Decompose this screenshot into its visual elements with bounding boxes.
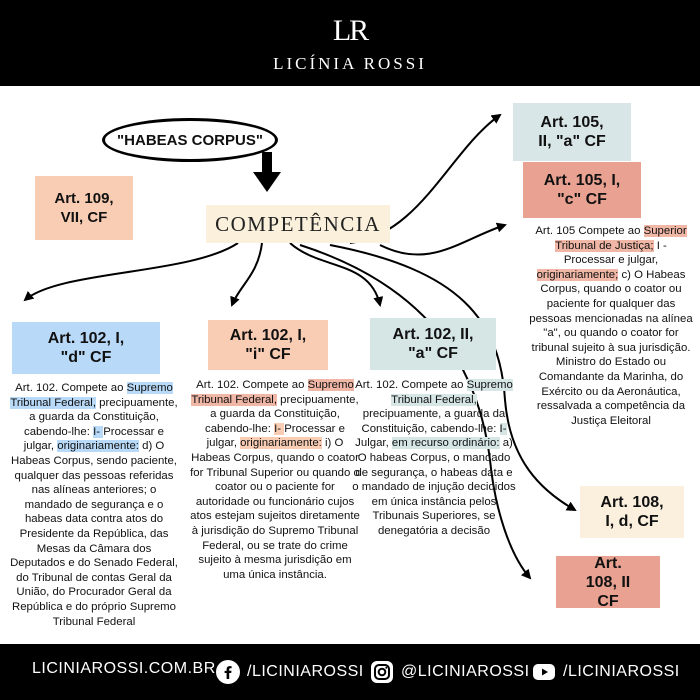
- youtube-link[interactable]: /LICINIAROSSI: [532, 660, 680, 684]
- art-108-i-box: Art. 108, I, d, CF: [580, 486, 684, 538]
- habeas-corpus-ellipse: "HABEAS CORPUS": [102, 118, 278, 162]
- facebook-icon: [216, 660, 240, 684]
- text-part: precipuamente, a guarda da Constituição,…: [205, 393, 359, 435]
- instagram-label: @LICINIAROSSI: [401, 663, 530, 680]
- website-link[interactable]: LICINIAROSSI.COM.BR: [32, 660, 216, 678]
- highlight-roman: I-: [93, 425, 104, 438]
- brand-name: LICÍNIA ROSSI: [273, 54, 427, 73]
- text-part: Art. 102. Compete ao: [15, 382, 127, 394]
- art-109-box: Art. 109, VII, CF: [35, 176, 133, 240]
- highlight-originariamente: originariamente;: [536, 268, 619, 281]
- header-bar: [0, 0, 700, 86]
- text-part: Julgar,: [355, 437, 392, 450]
- box-label-line2: "i" CF: [245, 346, 291, 363]
- brand-logo: LR: [332, 14, 369, 47]
- art-102-i-d-text: Art. 102. Compete ao Supremo Tribunal Fe…: [8, 381, 180, 629]
- footer-bar: [0, 644, 700, 700]
- youtube-icon: [532, 660, 556, 684]
- highlight-originariamente: originariamente:: [57, 440, 139, 453]
- text-part: Art. 102. Compete ao: [355, 379, 467, 391]
- art-105-i-c-text: Art. 105 Compete ao Superior Tribunal de…: [528, 224, 694, 428]
- art-102-i-d-box: Art. 102, I, "d" CF: [12, 322, 160, 374]
- text-part: i) O Habeas Corpus, quando o coator for …: [190, 437, 360, 581]
- website-label: LICINIAROSSI.COM.BR: [32, 660, 216, 677]
- art-102-i-i-text: Art. 102. Compete ao Supremo Tribunal Fe…: [190, 378, 360, 582]
- text-part: precipuamente, a guarda da Constituição,…: [24, 396, 178, 438]
- competencia-node: COMPETÊNCIA: [206, 205, 390, 243]
- art-105-i-box: Art. 105, I, "c" CF: [523, 162, 641, 218]
- highlight-roman: I-: [499, 422, 507, 435]
- text-part: Processar e julgar,: [23, 425, 164, 453]
- box-label-line2: "d" CF: [60, 349, 112, 366]
- facebook-link[interactable]: /LICINIAROSSI: [216, 660, 364, 684]
- text-part: precipuamente, a guarda da Constituição,…: [361, 408, 506, 435]
- text-part: Processar e julgar,: [206, 422, 345, 450]
- box-label-line1: Art. 102, II,: [392, 326, 474, 343]
- art-108-ii-box: Art. 108, II CF: [556, 555, 660, 610]
- art-105-ii-box: Art. 105, II, "a" CF: [513, 103, 631, 161]
- art-102-ii-a-text: Art. 102. Compete ao Supremo Tribunal Fe…: [352, 378, 516, 539]
- box-label-line1: Art. 102, I,: [229, 327, 307, 344]
- art-102-ii-a-box: Art. 102, II, "a" CF: [370, 318, 496, 370]
- text-part: Art. 105 Compete ao: [535, 225, 644, 237]
- text-part: d) O Habeas Corpus, sendo paciente, qual…: [10, 440, 178, 628]
- text-part: Art. 102. Compete ao: [196, 379, 308, 391]
- facebook-label: /LICINIAROSSI: [247, 663, 364, 680]
- text-part: a) O habeas Corpus, o mandado de seguran…: [352, 437, 516, 537]
- instagram-link[interactable]: @LICINIAROSSI: [370, 660, 530, 684]
- highlight-recurso: em recurso ordinário:: [391, 437, 500, 450]
- art-102-i-i-box: Art. 102, I, "i" CF: [208, 320, 328, 370]
- highlight-originariamente: originariamente:: [240, 437, 322, 450]
- text-part: I - Processar e julgar,: [563, 239, 667, 267]
- box-label-line2: "a" CF: [408, 345, 458, 362]
- text-part: c) O Habeas Corpus, quando o coator ou p…: [529, 268, 693, 427]
- instagram-icon: [370, 660, 394, 684]
- youtube-label: /LICINIAROSSI: [563, 663, 680, 680]
- highlight-roman: I-: [274, 422, 285, 435]
- box-label-line1: Art. 102, I,: [47, 330, 125, 347]
